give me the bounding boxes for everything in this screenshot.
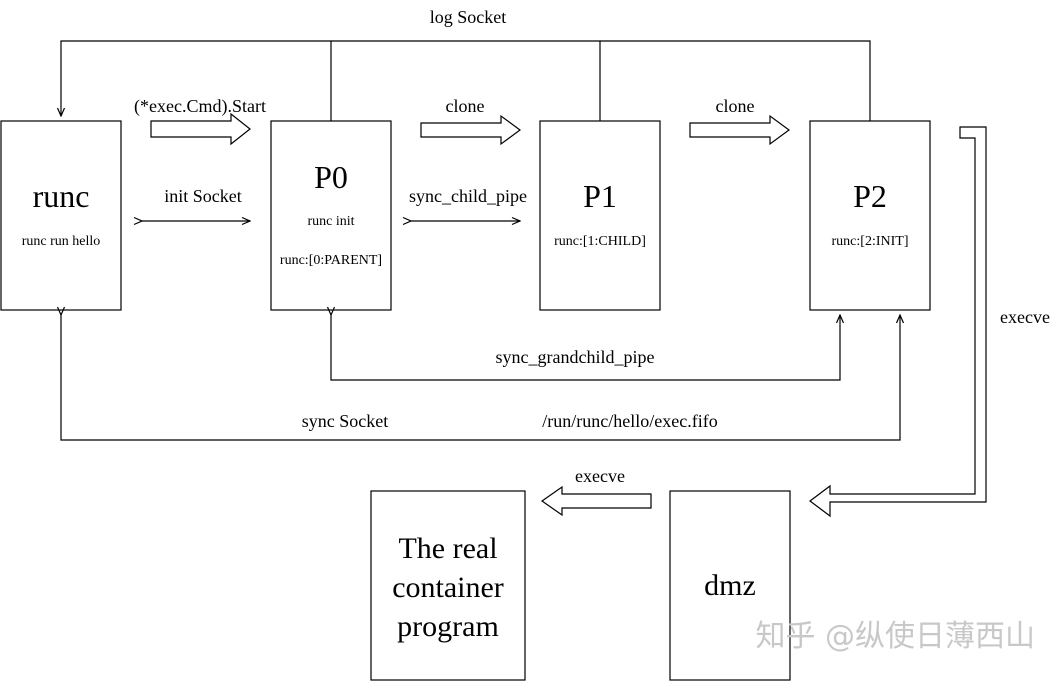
execve-label-real: execve	[575, 466, 625, 486]
sync-child-pipe-label: sync_child_pipe	[409, 186, 527, 206]
exec-start-label: (*exec.Cmd).Start	[134, 96, 266, 117]
clone-arrow-2	[689, 114, 791, 146]
runc-subtitle: runc run hello	[22, 234, 101, 249]
sync-socket-line	[61, 315, 900, 441]
real-program-line3: program	[397, 610, 499, 643]
sync-grandchild-pipe-label: sync_grandchild_pipe	[496, 347, 655, 367]
clone-label-1: clone	[446, 96, 485, 116]
p1-title: P1	[583, 178, 617, 214]
p1-box	[539, 120, 661, 311]
p2-box	[809, 120, 931, 311]
p2-line1: runc:[2:INIT]	[832, 234, 909, 249]
real-program-box	[370, 490, 526, 681]
sync-grandchild-pipe-line	[331, 315, 840, 381]
clone-label-2: clone	[716, 96, 755, 116]
dmz-title: dmz	[704, 569, 756, 602]
init-socket-label: init Socket	[164, 186, 242, 206]
dmz-box	[669, 490, 791, 681]
p1-line1: runc:[1:CHILD]	[554, 234, 646, 249]
execve-arrow-dmz	[809, 126, 987, 518]
runc-title: runc	[33, 178, 90, 214]
p0-title: P0	[314, 159, 348, 195]
log-socket-label: log Socket	[430, 7, 507, 27]
p0-line2: runc:[0:PARENT]	[280, 253, 382, 268]
execve-label-dmz: execve	[1000, 307, 1050, 327]
exec-start-arrow	[150, 112, 251, 146]
exec-fifo-label: /run/runc/hello/exec.fifo	[542, 411, 717, 431]
log-socket-line	[61, 40, 332, 121]
real-program-line2: container	[392, 571, 504, 604]
p0-box	[270, 120, 392, 311]
p0-line1: runc init	[307, 214, 354, 229]
runc-box	[0, 120, 122, 311]
real-program-line1: The real	[398, 532, 497, 565]
clone-arrow-1	[420, 114, 522, 146]
log-socket-line-p2	[600, 40, 871, 121]
p2-title: P2	[853, 178, 887, 214]
watermark: 知乎 @纵使日薄西山	[755, 619, 1035, 654]
sync-socket-label: sync Socket	[302, 411, 388, 431]
execve-arrow-real	[540, 485, 652, 517]
